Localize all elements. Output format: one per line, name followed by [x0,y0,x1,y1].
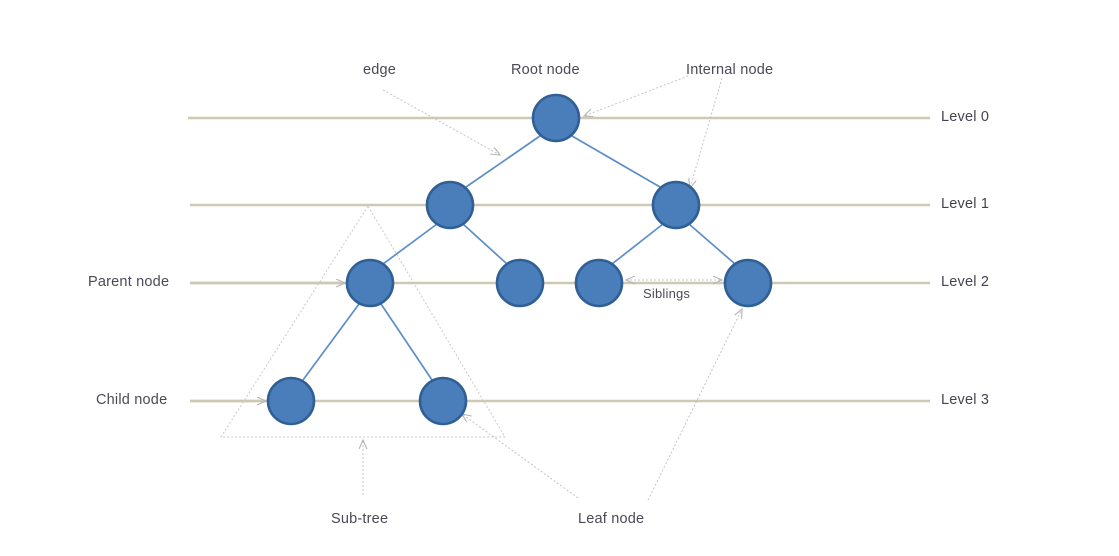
node-level1-left[interactable] [425,180,475,230]
level-lines [188,116,930,403]
edge-root-l1a [465,135,541,188]
node-level3-a[interactable] [266,376,316,426]
label-leaf-node: Leaf node [578,511,645,527]
subtree-outline [220,205,506,438]
leader-internal-l1b [690,77,723,188]
label-level-3: Level 3 [941,392,990,408]
label-sub-tree: Sub-tree [331,511,389,527]
leader-leaf-l2d [647,309,742,501]
leader-leaf-l3b [462,414,579,499]
node-root[interactable] [531,93,581,143]
node-level2-d[interactable] [723,258,773,308]
edge-l1b-l2d [688,223,736,265]
edge-l2a-l3a [302,303,360,381]
label-internal-node: Internal node [686,62,774,78]
leader-internal-root [584,75,689,116]
label-level-0: Level 0 [941,109,990,125]
node-level2-a[interactable] [345,258,395,308]
edge-l1b-l2c [611,223,664,265]
label-child-node: Child node [96,392,168,408]
leader-lines [190,75,742,501]
label-siblings: Siblings [643,286,691,301]
edge-root-l1b [571,135,661,188]
edge-l1a-l2a [382,223,438,265]
node-level3-b[interactable] [418,376,468,426]
label-parent-node: Parent node [88,274,170,290]
label-level-1: Level 1 [941,196,990,212]
label-edge: edge [363,62,397,78]
tree-nodes [266,93,773,426]
label-level-2: Level 2 [941,274,990,290]
edge-l2a-l3b [380,303,433,381]
node-level1-right[interactable] [651,180,701,230]
edge-l1a-l2b [462,223,508,265]
node-level2-c[interactable] [574,258,624,308]
node-level2-b[interactable] [495,258,545,308]
tree-edges [302,135,736,381]
label-root-node: Root node [511,62,580,78]
leader-edge [382,89,500,155]
